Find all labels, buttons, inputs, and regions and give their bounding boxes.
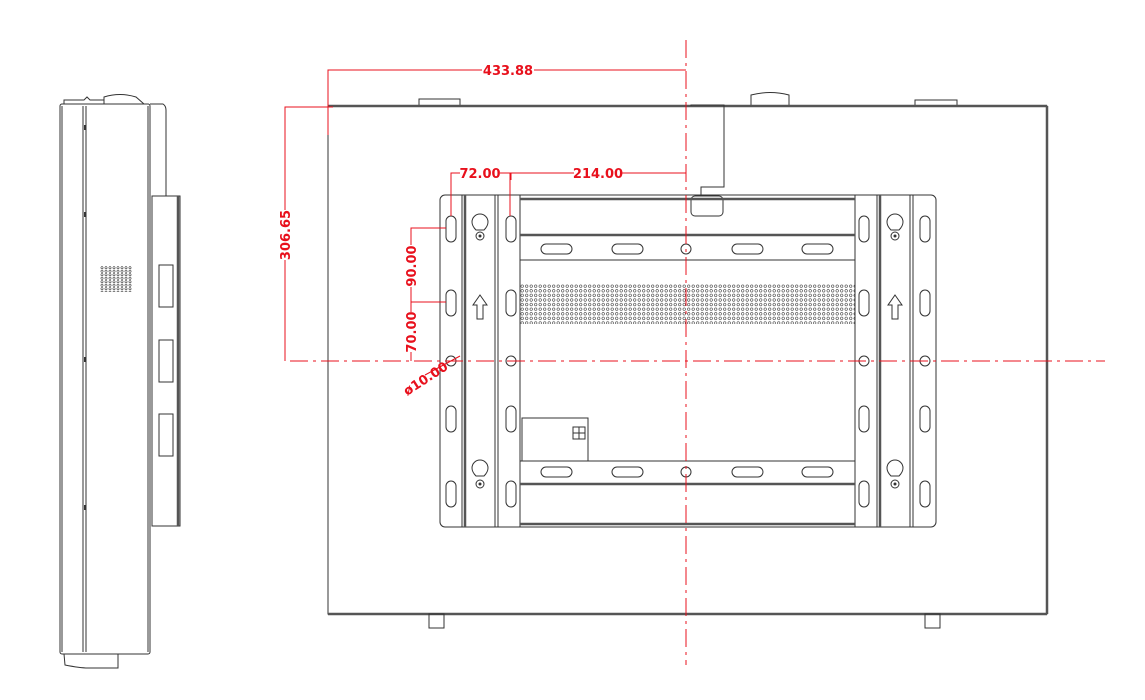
rail-slots-bottom bbox=[540, 466, 834, 478]
center-lines bbox=[290, 40, 1105, 665]
dim-bracket-to-center: 214.00 bbox=[573, 167, 623, 182]
rear-view bbox=[327, 92, 1049, 629]
dim-slot-spacing-lower: 70.00 bbox=[405, 311, 420, 352]
left-slots bbox=[445, 215, 517, 508]
dim-hole-diameter: ø10.00 bbox=[401, 360, 451, 400]
side-view bbox=[59, 94, 181, 669]
dim-slot-spacing-upper: 90.00 bbox=[405, 245, 420, 286]
dim-overall-half-width: 433.88 bbox=[483, 64, 533, 79]
right-slots bbox=[858, 215, 931, 508]
perforated-vent-icon bbox=[520, 284, 855, 324]
dimension-annotations: 433.88 306.65 72.00 214.00 90.00 70.00 ø… bbox=[277, 62, 686, 399]
rail-slots-top bbox=[540, 243, 834, 255]
dim-vertical-to-center: 306.65 bbox=[279, 210, 294, 260]
side-vent-icon bbox=[100, 266, 132, 292]
dim-bracket-offset: 72.00 bbox=[459, 167, 500, 182]
keyhole-icon bbox=[471, 213, 904, 489]
up-arrow-icon bbox=[472, 294, 903, 320]
